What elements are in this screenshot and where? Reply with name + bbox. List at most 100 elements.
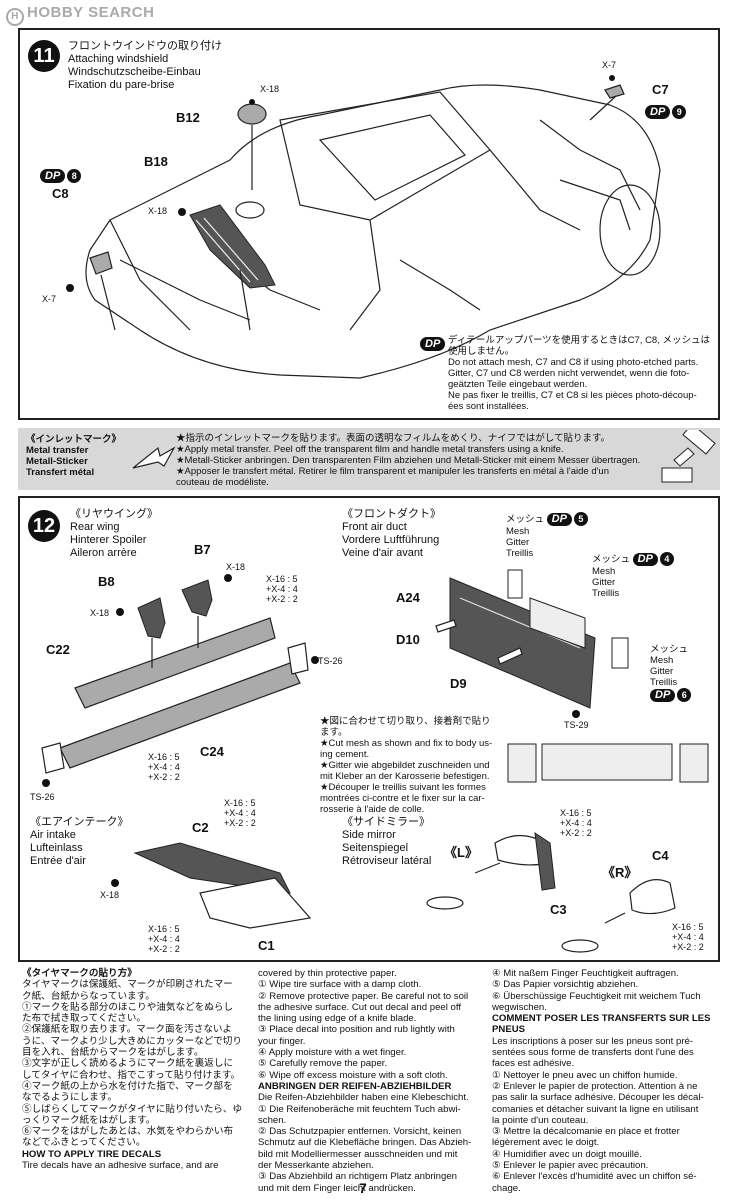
mesh-jp: メッシュ [592, 554, 631, 565]
part-label-b7: B7 [194, 542, 211, 557]
tire-line: Die Reifen-Abziehbilder haben eine Klebe… [258, 1092, 469, 1104]
cut-note-line: mit Kleber an der Karosserie befestigen. [320, 771, 490, 782]
tire-heading-de: ANBRINGEN DER REIFEN-ABZIEHBILDER [258, 1080, 452, 1092]
dp-label: DP [645, 105, 671, 119]
tire-line: wegwischen. [492, 1001, 547, 1013]
tire-line: the lining using edge of a knife blade. [258, 1013, 417, 1025]
step-number: 12 [28, 510, 60, 542]
inlet-title: 《インレットマーク》 Metal transfer Metall-Sticker… [26, 434, 121, 478]
step-number: 11 [28, 40, 60, 72]
tire-line: うに、マークより少し大きめにカッターなどで切り [22, 1035, 242, 1047]
tire-line: schen. [258, 1114, 287, 1126]
tire-line: ③ Mettre la décalcomanie en place et fro… [492, 1126, 680, 1138]
spec-line: X-16 : 5 [224, 798, 256, 808]
tire-line: ⑤ Enlever le papier avec précaution. [492, 1160, 649, 1172]
spec-line: +X-4 : 4 [266, 584, 298, 594]
spec-line: +X-2 : 2 [148, 772, 180, 782]
tire-heading-fr: COMMENT POSER LES TRANSFERTS SUR LES [492, 1013, 711, 1025]
paint-mix-spec: X-16 : 5 +X-4 : 4 +X-2 : 2 [672, 922, 704, 952]
side-mirror-jp: 《サイドミラー》 [342, 816, 430, 828]
spec-line: X-16 : 5 [148, 752, 180, 762]
spec-line: X-16 : 5 [148, 924, 180, 934]
spec-line: +X-4 : 4 [560, 818, 592, 828]
inlet-text: ★指示のインレットマークを貼ります。表面の透明なフィルムをめくり、ナイフではがし… [176, 433, 656, 488]
tire-line: ② Remove protective paper. Be careful no… [258, 990, 469, 1002]
tire-line: ① Wipe tire surface with a damp cloth. [258, 979, 422, 991]
inlet-title-de: Metall-Sticker [26, 456, 88, 467]
watermark-text: HOBBY SEARCH [27, 4, 155, 21]
tire-line: bild mit Modelliermesser ausschneiden un… [258, 1148, 458, 1160]
air-intake-title: 《エアインテーク》 Air intake Lufteinlass Entrée … [30, 816, 128, 868]
tire-line: Tire decals have an adhesive surface, an… [22, 1160, 219, 1172]
dp-note-line: 使用しません。 [448, 346, 515, 357]
tire-line: ③文字が正しく読めるようにマーク紙を裏返しに [22, 1058, 234, 1070]
tire-line: ⑤ Das Papier vorsichtig abziehen. [492, 979, 639, 991]
step-11-panel: 11 フロントウインドウの取り付け Attaching windshield W… [18, 28, 720, 420]
cut-mesh-note: ★図に合わせて切り取り、接着剤で貼ります。 ★Cut mesh as shown… [320, 716, 500, 815]
tire-instructions-col-1: 《タイヤマークの貼り方》 タイヤマークは保護紙、マークが印刷されたマー ク紙、台… [22, 968, 258, 1171]
tire-line: ③ Das Abziehbild an richtigem Platz anbr… [258, 1171, 457, 1183]
inlet-line: ★指示のインレットマークを貼ります。表面の透明なフィルムをめくり、ナイフではがし… [176, 433, 611, 444]
spec-line: X-16 : 5 [672, 922, 704, 932]
dp-note-line: geätzten Teile eingebaut werden. [448, 379, 588, 390]
tire-line: comanies et détacher suivant la ligne en… [492, 1103, 699, 1115]
screw-label: X-18 [148, 206, 168, 216]
dp-note-line: Ne pas fixer le treillis, C7 et C8 si le… [448, 390, 697, 401]
cut-note-line: montrées ci-contre et le fixer sur la ca… [320, 793, 485, 804]
paint-mix-spec: X-16 : 5 +X-4 : 4 +X-2 : 2 [266, 574, 298, 604]
spec-line: +X-4 : 4 [672, 932, 704, 942]
tire-line: なでるようにします。 [22, 1092, 117, 1104]
part-label-b8: B8 [98, 574, 115, 589]
mesh-fr: Treillis [506, 548, 534, 559]
spec-line: +X-2 : 2 [560, 828, 592, 838]
paint-mix-spec: X-16 : 5 +X-4 : 4 +X-2 : 2 [148, 752, 180, 782]
screw-label: X-7 [42, 294, 57, 304]
tire-heading-jp: 《タイヤマークの貼り方》 [22, 968, 137, 979]
tire-line: und mit dem Finger leicht andrücken. [258, 1182, 416, 1194]
part-label-c8: C8 [52, 186, 69, 201]
tire-line: ク紙、台紙からなっています。 [22, 990, 155, 1002]
front-duct-en: Front air duct [342, 521, 407, 533]
part-label-c22: C22 [46, 642, 70, 657]
tire-heading-en: HOW TO APPLY TIRE DECALS [22, 1148, 162, 1160]
tire-line: Les inscriptions à poser sur les pneus s… [492, 1035, 694, 1047]
mesh-en: Mesh [650, 655, 674, 666]
mesh-de: Gitter [506, 537, 530, 548]
screw-label: X-18 [226, 562, 246, 572]
cut-note-line: ★Gitter wie abgebildet zuschneiden und [320, 760, 490, 771]
tire-line: ① Nettoyer le pneu avec un chiffon humid… [492, 1069, 678, 1081]
tire-line: ⑤ Carefully remove the paper. [258, 1058, 388, 1070]
mesh-jp: メッシュ [650, 644, 689, 655]
spec-line: +X-4 : 4 [148, 762, 180, 772]
mesh-de: Gitter [650, 666, 674, 677]
tire-line: ⑥ Enlever l'excès d'humidité avec un chi… [492, 1171, 697, 1183]
tire-line: sentées sous forme de transferts dont l'… [492, 1047, 694, 1059]
inlet-title-en: Metal transfer [26, 445, 89, 456]
tire-line: などでふきとってください。 [22, 1137, 146, 1149]
mesh-de: Gitter [592, 577, 616, 588]
title-de: Windschutzscheibe-Einbau [68, 66, 201, 78]
paint-mix-spec: X-16 : 5 +X-4 : 4 +X-2 : 2 [560, 808, 592, 838]
mirror-left-label: 《L》 [444, 845, 478, 860]
paint-mix-spec: X-16 : 5 +X-4 : 4 +X-2 : 2 [148, 924, 180, 954]
step-12-panel: 12 《リヤウイング》 Rear wing Hinterer Spoiler A… [18, 496, 720, 962]
tire-line: faces est adhésive. [492, 1058, 575, 1070]
dp-number: 6 [677, 688, 692, 702]
body-illustration [66, 75, 661, 379]
cut-note-line: rosserie à l'aide de colle. [320, 804, 425, 815]
rear-wing-title: 《リヤウイング》 Rear wing Hinterer Spoiler Aile… [70, 508, 158, 560]
tire-line: légèrement avec le doigt. [492, 1137, 600, 1149]
tire-line: ② Enlever le papier de protection. Atten… [492, 1080, 698, 1092]
part-label-c24: C24 [200, 744, 224, 759]
inlet-mark-section: 《インレットマーク》 Metal transfer Metall-Sticker… [18, 428, 720, 490]
part-label-a24: A24 [396, 590, 420, 605]
tire-line: ②保護紙を取り去ります。マーク面を汚さないよ [22, 1024, 232, 1036]
tire-line: ⑥マークをはがしたあとは、水気をやわらかい布 [22, 1126, 234, 1138]
dp-number: 8 [67, 169, 82, 183]
